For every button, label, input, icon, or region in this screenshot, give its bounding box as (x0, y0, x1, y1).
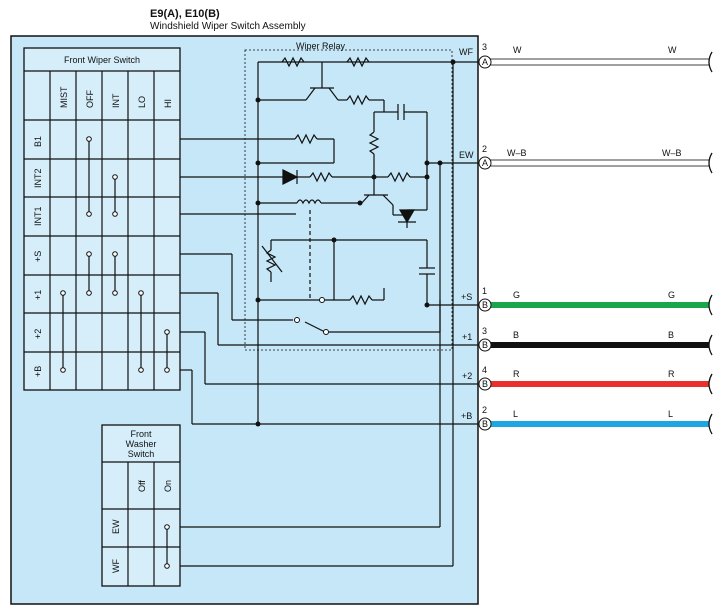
connector-letter: B (482, 419, 488, 429)
wiper-relay-label: Wiper Relay (296, 41, 346, 51)
diagram-subtitle: Windshield Wiper Switch Assembly (150, 21, 306, 32)
connector-letter: B (482, 300, 488, 310)
relay-contact (319, 297, 325, 303)
connector-letter: A (482, 57, 488, 67)
connector-letter: B (482, 340, 488, 350)
terminal-label: EW (459, 150, 474, 160)
terminal-plus-2: +2 4 B R R (462, 365, 709, 391)
row-plus-1: +1 (33, 290, 43, 300)
terminal-label: +2 (462, 371, 472, 381)
terminal-label: +1 (462, 332, 472, 342)
washer-row-wf: WF (111, 559, 121, 573)
junction-dots (255, 59, 456, 427)
row-plus-b: +B (33, 366, 43, 377)
washer-switch-title-2: Washer (126, 439, 157, 449)
wire-code-left: B (513, 330, 519, 340)
wire-fill (490, 302, 709, 308)
pin-number: 4 (482, 365, 487, 375)
wire-code-left: L (513, 409, 518, 419)
wire-code-left: W (513, 45, 522, 55)
continuity-marks (60, 136, 170, 373)
diagram-title: E9(A), E10(B) (150, 8, 220, 20)
wiper-switch-title: Front Wiper Switch (64, 55, 140, 65)
column-off: OFF (85, 90, 95, 108)
wire-code-right: G (668, 290, 675, 300)
washer-switch-title-1: Front (130, 429, 152, 439)
front-washer-switch-table: Front Washer Switch Off On EW WF (101, 424, 181, 587)
terminal-label: +S (461, 292, 472, 302)
wiper-relay-box (244, 49, 453, 351)
wire-fill (490, 421, 709, 427)
terminal-plus-s: +S 1 B G G (461, 286, 709, 312)
connector-letter: A (482, 158, 488, 168)
wire-fill (490, 381, 709, 387)
switch-contact-left (294, 317, 300, 323)
pin-number: 2 (482, 405, 487, 415)
wire-code-left: W–B (507, 148, 527, 158)
terminal-plus-b: +B 2 B L L (461, 405, 709, 431)
pin-number: 3 (482, 326, 487, 336)
row-b1: B1 (33, 136, 43, 147)
wire-break-marks (708, 51, 713, 435)
column-lo: LO (137, 96, 147, 108)
column-hi: HI (163, 99, 173, 108)
wire-code-right: W (668, 45, 677, 55)
front-wiper-switch-table: Front Wiper Switch MIST OFF INT LO HI B1… (23, 47, 181, 391)
row-int2: INT2 (33, 168, 43, 188)
row-int1: INT1 (33, 206, 43, 226)
pin-number: 3 (482, 42, 487, 52)
pin-number: 2 (482, 144, 487, 154)
terminal-ew: EW 2 A W–B W–B (459, 144, 710, 170)
wire-code-left: R (513, 369, 520, 379)
wire-code-right: R (668, 369, 675, 379)
wire-code-right: B (668, 330, 674, 340)
row-plus-s: +S (33, 251, 43, 262)
pin-number: 1 (482, 286, 487, 296)
washer-switch-title-3: Switch (128, 449, 155, 459)
washer-column-off: Off (137, 480, 147, 492)
terminal-label: WF (459, 47, 473, 57)
wire-code-right: W–B (662, 148, 682, 158)
connector-letter: B (482, 379, 488, 389)
switch-contact-right (323, 329, 329, 335)
wire-code-left: G (513, 290, 520, 300)
column-int: INT (111, 93, 121, 108)
wire-fill (489, 58, 710, 66)
terminal-plus-1: +1 3 B B B (462, 326, 709, 352)
terminal-label: +B (461, 411, 472, 421)
wire-fill (489, 159, 710, 167)
column-mist: MIST (59, 86, 69, 108)
washer-column-on: On (163, 480, 173, 492)
row-plus-2: +2 (33, 329, 43, 339)
wire-code-right: L (668, 409, 673, 419)
wire-fill (490, 342, 709, 348)
washer-row-ew: EW (111, 519, 121, 534)
terminal-wf: WF 3 A W W (459, 42, 710, 69)
wiring (180, 56, 478, 567)
